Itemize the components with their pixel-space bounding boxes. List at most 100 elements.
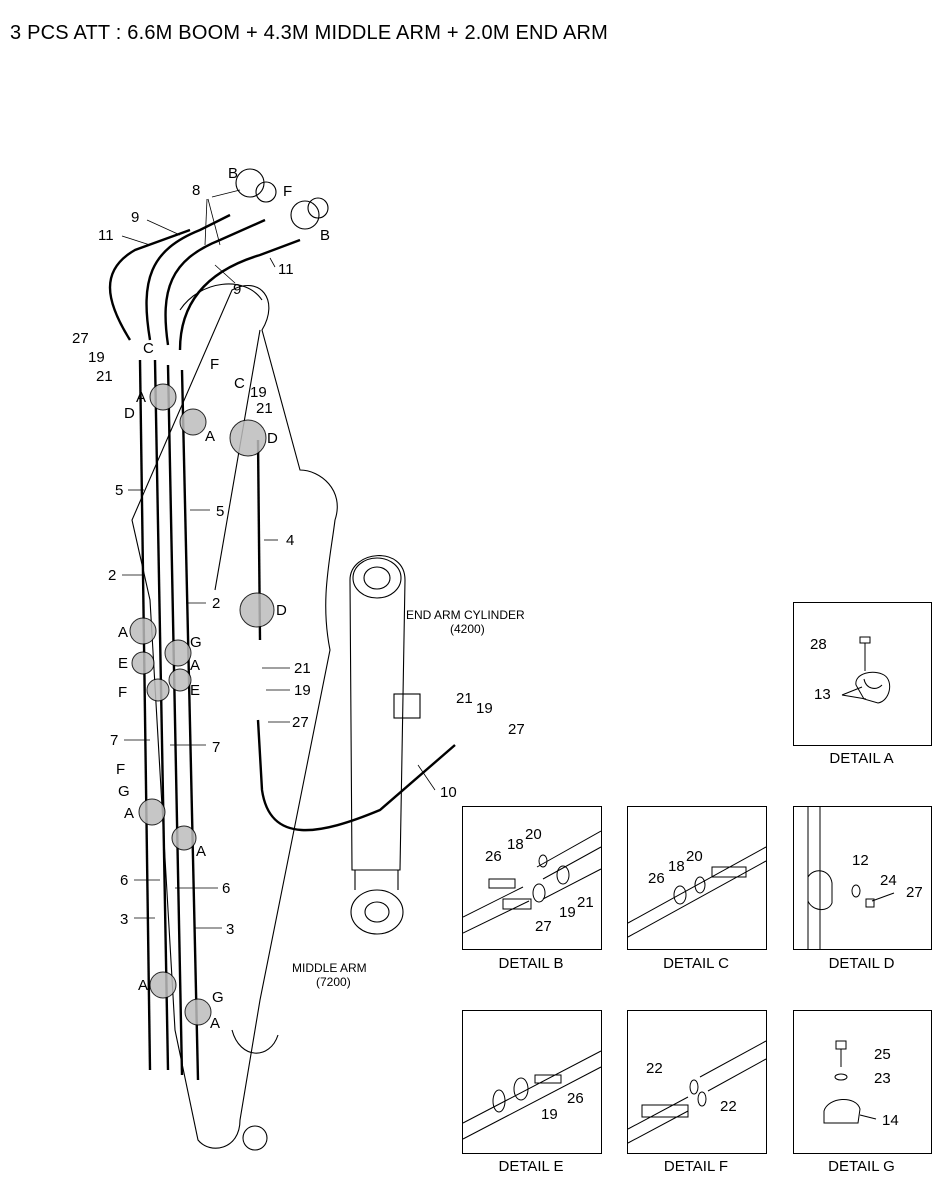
detail-d-part: 24 (880, 872, 897, 889)
pipe-bundle (108, 213, 456, 1081)
callout: 2 (108, 567, 116, 584)
detail-c-part: 26 (648, 870, 665, 887)
detail-b-part: 27 (535, 918, 552, 935)
callout: 7 (110, 732, 118, 749)
callout: D (267, 430, 278, 447)
callout: 21 (456, 690, 473, 707)
detail-d-caption: DETAIL D (828, 955, 895, 972)
callout: F (283, 183, 292, 200)
callout: A (138, 977, 148, 994)
callout: 19 (294, 682, 311, 699)
callout: 8 (192, 182, 200, 199)
callout: F (116, 761, 125, 778)
detail-d-part: 27 (906, 884, 923, 901)
callout: E (118, 655, 128, 672)
callout: 3 (226, 921, 234, 938)
detail-f-part: 22 (646, 1060, 663, 1077)
detail-d-part: 12 (852, 852, 869, 869)
callout: 19 (250, 384, 267, 401)
detail-g-part: 23 (874, 1070, 891, 1087)
callout: 11 (98, 227, 114, 244)
detail-f-box: 22 22 (627, 1010, 767, 1154)
page-title: 3 PCS ATT : 6.6M BOOM + 4.3M MIDDLE ARM … (10, 22, 608, 44)
detail-f-caption: DETAIL F (663, 1158, 729, 1175)
detail-a-caption: DETAIL A (829, 750, 894, 767)
callout: 21 (294, 660, 311, 677)
callout: 4 (286, 532, 294, 549)
detail-g-box: 25 23 14 (793, 1010, 932, 1154)
detail-b-part: 19 (559, 904, 576, 921)
callout: 7 (212, 739, 220, 756)
callout: C (234, 375, 245, 392)
callout: A (118, 624, 128, 641)
detail-b-part: 20 (525, 826, 542, 843)
middle-arm-body (131, 284, 338, 1149)
end-arm-cylinder-length: (4200) (450, 622, 485, 636)
callout: 11 (278, 261, 294, 278)
callout: 21 (256, 400, 273, 417)
detail-d-box: 12 24 27 (793, 806, 932, 950)
callout: A (124, 805, 134, 822)
detail-e-part: 19 (541, 1106, 558, 1123)
detail-c-part: 18 (668, 858, 685, 875)
detail-b-caption: DETAIL B (498, 955, 564, 972)
callout: G (212, 989, 224, 1006)
detail-e-box: 26 19 (462, 1010, 602, 1154)
detail-f-part: 22 (720, 1098, 737, 1115)
callout: 27 (508, 721, 525, 738)
callout: A (196, 843, 206, 860)
end-arm-cylinder-body (349, 555, 406, 871)
callout: 6 (222, 880, 230, 897)
leader-lines (121, 189, 436, 929)
callout: 9 (233, 281, 241, 298)
detail-a-part: 28 (810, 636, 827, 653)
callouts: B 8 F 9 11 B 11 9 27 19 C 21 F C 19 A D … (72, 165, 525, 1032)
callout: A (205, 428, 215, 445)
callout: G (118, 783, 130, 800)
callout: B (228, 165, 238, 182)
detail-c-box: 20 18 26 (627, 806, 767, 950)
callout: 19 (88, 349, 105, 366)
callout: 21 (96, 368, 113, 385)
detail-b-part: 21 (577, 894, 594, 911)
top-flanges (235, 168, 329, 230)
callout: 2 (212, 595, 220, 612)
callout: D (276, 602, 287, 619)
detail-a-part: 13 (814, 686, 831, 703)
detail-b-part: 26 (485, 848, 502, 865)
detail-a-box: 28 13 (793, 602, 932, 746)
callout: 19 (476, 700, 493, 717)
middle-arm-length: (7200) (316, 975, 351, 989)
callout: 10 (440, 784, 457, 801)
detail-g-caption: DETAIL G (828, 1158, 895, 1175)
callout: 3 (120, 911, 128, 928)
end-arm-cylinder-label: END ARM CYLINDER (406, 608, 525, 622)
callout: 5 (216, 503, 224, 520)
detail-c-part: 20 (686, 848, 703, 865)
detail-g-part: 14 (882, 1112, 899, 1129)
callout: D (124, 405, 135, 422)
callout: C (143, 340, 154, 357)
callout: 6 (120, 872, 128, 889)
callout: F (118, 684, 127, 701)
detail-zones (129, 383, 275, 1026)
callout: 9 (131, 209, 139, 226)
callout: A (190, 657, 200, 674)
callout: E (190, 682, 200, 699)
callout: 27 (292, 714, 309, 731)
callout: 27 (72, 330, 89, 347)
detail-g-part: 25 (874, 1046, 891, 1063)
detail-c-caption: DETAIL C (663, 955, 729, 972)
detail-e-caption: DETAIL E (498, 1158, 564, 1175)
detail-b-box: 20 18 26 19 21 27 (462, 806, 602, 950)
callout: 5 (115, 482, 123, 499)
callout: F (210, 356, 219, 373)
middle-arm-label: MIDDLE ARM (292, 961, 367, 975)
callout: G (190, 634, 202, 651)
callout: B (320, 227, 330, 244)
callout: A (210, 1015, 220, 1032)
callout: A (136, 389, 146, 406)
detail-b-part: 18 (507, 836, 524, 853)
detail-e-part: 26 (567, 1090, 584, 1107)
